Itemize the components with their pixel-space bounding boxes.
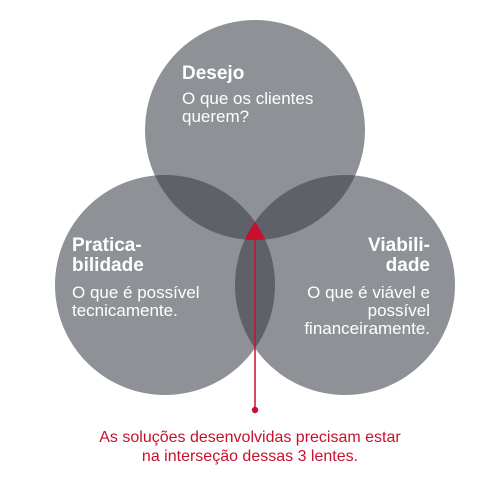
viabilidade-description-line-1: O que é viável e [307, 282, 430, 302]
praticabilidade-title-line-1: Pratica- [72, 235, 142, 256]
caption-line-2: na interseção dessas 3 lentes. [141, 448, 359, 466]
desejo-description-line-2: querem? [182, 106, 250, 126]
praticabilidade-description-line-2: tecnicamente. [72, 300, 178, 320]
viabilidade-label: Viabili- dade O que é viável e possível … [304, 236, 430, 337]
caption: As soluções desenvolvidas precisam estar… [0, 428, 500, 466]
viabilidade-title-line-1: Viabili- [368, 235, 430, 256]
desejo-description-line-1: O que os clientes [182, 88, 314, 108]
viabilidade-description-line-3: financeiramente. [304, 318, 430, 338]
pointer-dot [251, 406, 259, 414]
praticabilidade-title-line-2: bilidade [72, 254, 144, 276]
praticabilidade-label: Pratica- bilidade O que é possível tecni… [72, 236, 200, 320]
praticabilidade-description-line-1: O que é possível [72, 282, 200, 302]
desejo-label: Desejo O que os clientes querem? [182, 64, 313, 126]
desejo-title: Desejo [182, 63, 245, 84]
overlap-desejo-praticabilidade [145, 175, 275, 240]
viabilidade-description-line-2: possível [367, 300, 430, 320]
viabilidade-title-line-2: dade [385, 254, 430, 276]
caption-line-1: As soluções desenvolvidas precisam estar [99, 429, 401, 446]
overlap-desejo-viabilidade [235, 175, 365, 240]
